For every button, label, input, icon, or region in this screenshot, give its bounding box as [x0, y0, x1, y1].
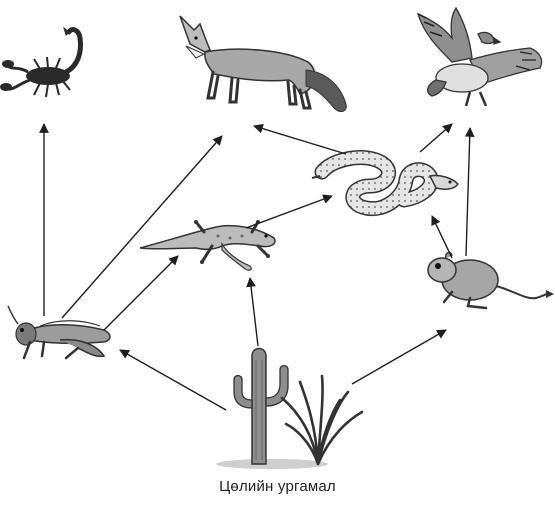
arrow-kangaroo-rat-to-snake	[432, 216, 452, 258]
arrow-snake-to-fox	[254, 126, 346, 154]
lizard-icon	[140, 220, 275, 270]
hawk-icon	[418, 8, 542, 106]
arrow-plants-to-kangaroo-rat	[352, 330, 446, 384]
arrow-kangaroo-rat-to-hawk	[466, 128, 470, 256]
diagram-caption: Цөлийн ургамал	[0, 478, 555, 495]
snake-icon	[312, 158, 458, 209]
fox-icon	[180, 16, 346, 111]
arrow-grasshopper-to-lizard	[104, 256, 178, 330]
scorpion-icon	[0, 28, 80, 97]
cactus-and-grass-icon	[216, 349, 362, 470]
arrow-lizard-to-snake	[246, 196, 332, 228]
kangaroo-rat-icon	[428, 252, 554, 308]
arrow-plants-to-lizard	[250, 278, 258, 346]
arrow-plants-to-grasshopper	[120, 350, 226, 410]
arrow-snake-to-hawk	[420, 124, 452, 152]
arrow-grasshopper-to-fox	[62, 136, 222, 318]
grasshopper-icon	[8, 306, 110, 358]
